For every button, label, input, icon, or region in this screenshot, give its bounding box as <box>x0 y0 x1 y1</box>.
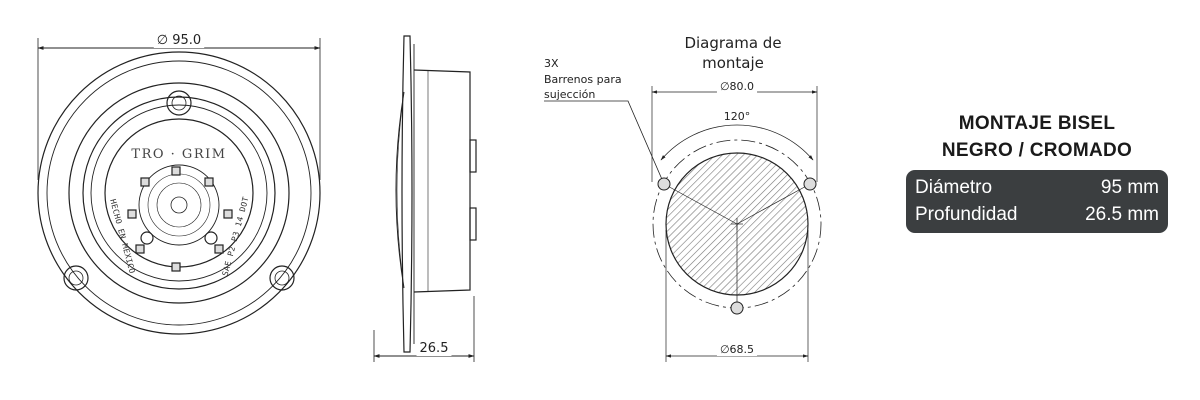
lens-core <box>138 164 220 246</box>
led-5 <box>171 262 181 272</box>
spec-label-depth: Profundidad <box>915 204 1018 225</box>
front-diameter-label: ∅ 95.0 <box>157 33 201 48</box>
led-8 <box>140 177 150 187</box>
depth-label-backdrop <box>416 341 452 356</box>
spec-box: Diámetro 95 mm Profundidad 26.5 mm <box>906 170 1168 233</box>
diagram-hole-right <box>803 177 817 191</box>
spec-panel: MONTAJE BISEL NEGRO / CROMADO Diámetro 9… <box>906 110 1168 233</box>
note-line2: Barrenos para <box>544 73 622 86</box>
angle-label: 120° <box>724 110 751 123</box>
bolt-circle-label: ∅80.0 <box>720 80 754 93</box>
angle-arc <box>660 124 814 161</box>
mounting-hole-top <box>166 90 192 116</box>
lens-core-dot <box>170 196 188 214</box>
note-line1: 3X <box>544 57 559 70</box>
side-bezel-flange <box>401 35 413 353</box>
diagram-hole-bottom <box>730 301 744 315</box>
mounting-hole-top-inner <box>171 95 187 111</box>
cutout-label-backdrop <box>716 343 758 356</box>
spec-heading-line2: NEGRO / CROMADO <box>941 140 1133 161</box>
spec-label-diameter: Diámetro <box>915 177 993 198</box>
led-3 <box>223 209 233 219</box>
stamp-right-text: SAE P2 P3 14 DOT <box>221 196 251 277</box>
spec-heading: MONTAJE BISEL NEGRO / CROMADO <box>906 110 1168 164</box>
side-body <box>413 69 471 293</box>
bolt-circle-label-backdrop <box>716 80 758 93</box>
brand-text: TRO · GRIM <box>131 147 226 162</box>
terminal-right <box>204 231 218 245</box>
note-leader <box>544 100 665 185</box>
bezel-step-ring <box>68 82 290 304</box>
led-7 <box>127 209 137 219</box>
led-6 <box>135 244 145 254</box>
mounting-hole-right <box>269 265 295 291</box>
side-terminal-bottom <box>469 207 477 241</box>
spec-value-diameter: 95 mm <box>1100 177 1159 198</box>
side-lens <box>395 91 405 289</box>
led-1 <box>171 166 181 176</box>
side-terminal-top <box>469 139 477 173</box>
diagram-hole-left <box>657 177 671 191</box>
cutout-label: ∅68.5 <box>720 343 754 356</box>
note-line3: sujección <box>544 88 595 101</box>
mounting-diagram <box>544 86 822 362</box>
mounting-hole-left-inner <box>68 270 84 286</box>
depth-label: 26.5 <box>420 341 449 356</box>
lens-core-inner <box>147 173 211 237</box>
front-diameter-label-backdrop <box>153 33 205 48</box>
diagram-title-line1: Diagrama de <box>684 34 781 52</box>
spec-row-depth: Profundidad 26.5 mm <box>915 201 1159 228</box>
bezel-outer-ring <box>37 51 321 335</box>
terminal-left <box>140 231 154 245</box>
mounting-hole-right-inner <box>274 270 290 286</box>
spec-row-diameter: Diámetro 95 mm <box>915 174 1159 201</box>
side-view <box>373 35 477 362</box>
housing-inner-ring <box>90 104 268 282</box>
mounting-hole-left <box>63 265 89 291</box>
lens-core-center <box>156 182 202 228</box>
diagram-title-line2: montaje <box>702 54 764 72</box>
spec-heading-line1: MONTAJE BISEL <box>958 113 1116 134</box>
housing-ring <box>82 96 276 290</box>
spec-value-depth: 26.5 mm <box>1085 204 1159 225</box>
led-4 <box>214 244 224 254</box>
front-view <box>37 38 321 335</box>
bezel-inner-ring <box>46 60 312 326</box>
led-2 <box>204 177 214 187</box>
